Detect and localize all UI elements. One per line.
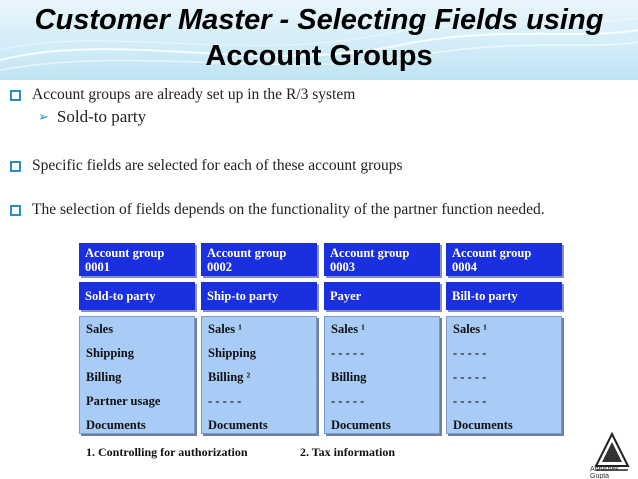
bullet-item: The selection of fields depends on the f… bbox=[10, 201, 545, 219]
partner-role: Bill-to party bbox=[446, 282, 562, 310]
field-item: Sales ¹ bbox=[331, 322, 365, 336]
title-band: Customer Master - Selecting Fields using… bbox=[0, 0, 638, 80]
bullet-item: Specific fields are selected for each of… bbox=[10, 157, 403, 175]
partner-role: Ship-to party bbox=[201, 282, 317, 310]
account-group-code: 0004 bbox=[452, 260, 477, 274]
field-item: - - - - - bbox=[453, 346, 487, 360]
bullet-text: Account groups are already set up in the… bbox=[32, 86, 356, 103]
title-line-1: Customer Master - Selecting Fields using bbox=[34, 4, 604, 36]
field-list: Sales ¹ - - - - - Billing - - - - - Docu… bbox=[324, 316, 440, 434]
page-title: Customer Master - Selecting Fields using… bbox=[0, 2, 638, 74]
field-item: Shipping bbox=[86, 346, 134, 360]
field-list: Sales Shipping Billing Partner usage Doc… bbox=[79, 316, 195, 434]
field-item: - - - - - bbox=[331, 394, 365, 408]
bullet-item: Account groups are already set up in the… bbox=[10, 86, 355, 104]
account-group-header: Account group 0001 bbox=[79, 243, 195, 276]
author-logo-icon bbox=[594, 432, 630, 471]
field-item: - - - - - bbox=[208, 394, 242, 408]
footnote-2: 2. Tax information bbox=[300, 445, 396, 459]
footnote-1: 1. Controlling for authorization bbox=[86, 445, 248, 459]
field-item: Billing bbox=[331, 370, 367, 384]
account-group-header: Account group 0002 bbox=[201, 243, 317, 276]
field-item: Shipping bbox=[208, 346, 256, 360]
wave-decoration bbox=[0, 17, 638, 71]
title-line-2: Account Groups bbox=[205, 40, 433, 72]
field-item: - - - - - bbox=[453, 394, 487, 408]
account-group-header: Account group 0003 bbox=[324, 243, 440, 276]
field-item: Documents bbox=[453, 418, 513, 432]
field-item: Partner usage bbox=[86, 394, 161, 408]
sub-bullet-text: Sold-to party bbox=[56, 107, 147, 126]
field-item: Sales bbox=[86, 322, 114, 336]
bullet-text: Specific fields are selected for each of… bbox=[32, 157, 403, 174]
account-group-label: Account group bbox=[330, 246, 410, 260]
field-item: - - - - - bbox=[453, 370, 487, 384]
field-item: Documents bbox=[86, 418, 146, 432]
field-item: Billing bbox=[86, 370, 122, 384]
logo-caption: Abhishek Gupta bbox=[590, 466, 619, 479]
field-list: Sales ¹ Shipping Billing ² - - - - - Doc… bbox=[201, 316, 317, 434]
account-group-code: 0002 bbox=[207, 260, 232, 274]
account-group-header: Account group 0004 bbox=[446, 243, 562, 276]
checkbox-bullet-icon bbox=[10, 160, 21, 172]
field-item: Documents bbox=[331, 418, 391, 432]
field-item: - - - - - bbox=[331, 346, 365, 360]
field-item: Sales ¹ bbox=[453, 322, 487, 336]
field-item: Sales ¹ bbox=[208, 322, 242, 336]
partner-role: Payer bbox=[324, 282, 440, 310]
account-group-code: 0001 bbox=[85, 260, 110, 274]
partner-role: Sold-to party bbox=[79, 282, 195, 310]
checkbox-bullet-icon bbox=[10, 204, 21, 216]
arrow-bullet-icon: ➢ bbox=[38, 109, 49, 125]
account-group-label: Account group bbox=[85, 246, 165, 260]
checkbox-bullet-icon bbox=[10, 89, 21, 101]
bullet-text: The selection of fields depends on the f… bbox=[32, 201, 545, 218]
account-group-label: Account group bbox=[207, 246, 287, 260]
account-group-code: 0003 bbox=[330, 260, 355, 274]
field-item: Documents bbox=[208, 418, 268, 432]
account-group-label: Account group bbox=[452, 246, 532, 260]
sub-bullet-item: ➢ Sold-to party bbox=[38, 107, 146, 127]
field-item: Billing ² bbox=[208, 370, 251, 384]
field-list: Sales ¹ - - - - - - - - - - - - - - - Do… bbox=[446, 316, 562, 434]
